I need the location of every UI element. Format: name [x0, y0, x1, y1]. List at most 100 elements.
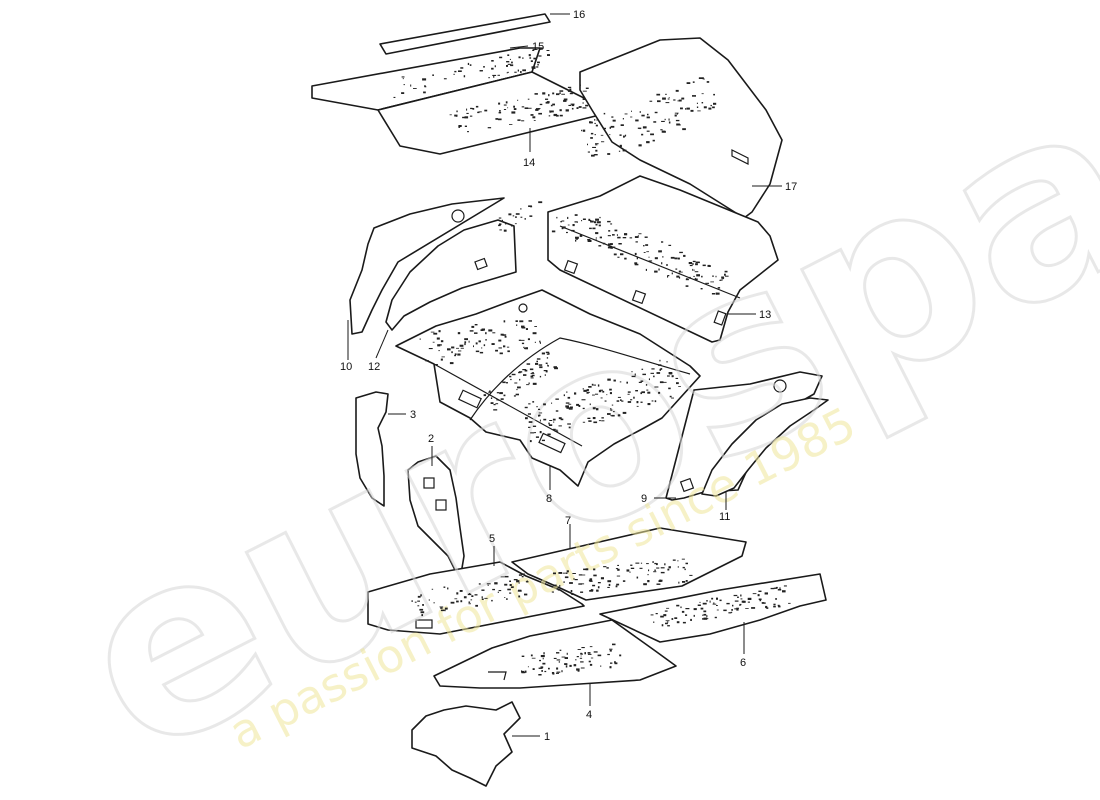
- texture-speck: [598, 224, 601, 227]
- texture-speck: [692, 81, 695, 83]
- texture-speck: [493, 75, 495, 78]
- part-9-hole: [773, 379, 787, 393]
- texture-speck: [590, 589, 593, 591]
- texture-speck: [559, 584, 561, 587]
- texture-speck: [532, 668, 535, 670]
- texture-speck: [498, 590, 502, 592]
- part-17-bracket: [731, 149, 749, 165]
- part-14-15-seam: [377, 71, 533, 111]
- texture-speck: [577, 649, 581, 650]
- texture-speck: [684, 568, 686, 571]
- texture-speck: [567, 90, 572, 92]
- texture-speck: [475, 105, 479, 108]
- texture-speck: [609, 126, 611, 129]
- texture-speck: [622, 149, 627, 152]
- texture-speck: [510, 64, 514, 67]
- texture-speck: [509, 592, 512, 594]
- texture-speck: [518, 339, 522, 341]
- texture-speck: [593, 421, 598, 424]
- texture-speck: [706, 600, 708, 602]
- texture-speck: [481, 589, 485, 591]
- texture-speck: [526, 363, 531, 365]
- texture-speck: [530, 377, 534, 379]
- texture-speck: [577, 669, 580, 672]
- texture-speck: [714, 616, 717, 619]
- texture-speck: [517, 590, 522, 592]
- texture-speck: [532, 401, 535, 403]
- texture-speck: [467, 593, 472, 596]
- texture-speck: [581, 647, 585, 649]
- texture-speck: [520, 208, 522, 210]
- texture-speck: [550, 104, 553, 107]
- texture-speck: [641, 368, 644, 370]
- texture-speck: [734, 600, 739, 602]
- texture-speck: [393, 96, 396, 98]
- texture-speck: [654, 111, 658, 114]
- texture-speck: [546, 50, 550, 51]
- texture-speck: [528, 205, 532, 207]
- texture-speck: [424, 86, 427, 88]
- texture-speck: [656, 567, 660, 569]
- texture-speck: [563, 98, 568, 101]
- texture-speck: [671, 618, 674, 620]
- texture-speck: [610, 223, 613, 225]
- texture-speck: [451, 351, 453, 354]
- texture-speck: [444, 609, 446, 612]
- texture-speck: [453, 73, 455, 75]
- texture-speck: [656, 93, 661, 96]
- texture-speck: [503, 394, 506, 397]
- texture-speck: [673, 99, 676, 101]
- texture-speck: [517, 386, 520, 389]
- texture-speck: [777, 604, 780, 607]
- texture-speck: [584, 652, 586, 655]
- texture-speck: [593, 651, 598, 653]
- texture-speck: [716, 605, 718, 606]
- texture-speck: [488, 391, 492, 393]
- texture-speck: [636, 401, 639, 404]
- texture-speck: [618, 243, 622, 245]
- texture-speck: [594, 134, 596, 136]
- texture-speck: [539, 340, 541, 343]
- texture-speck: [631, 375, 636, 378]
- texture-speck: [616, 400, 620, 402]
- texture-speck: [711, 597, 714, 600]
- texture-speck: [594, 154, 598, 156]
- texture-speck: [532, 332, 537, 335]
- callout-7: 7: [565, 515, 571, 527]
- texture-speck: [600, 665, 602, 667]
- texture-speck: [589, 663, 593, 666]
- texture-speck: [728, 612, 732, 614]
- texture-speck: [591, 383, 594, 386]
- texture-speck: [559, 114, 563, 117]
- texture-speck: [560, 418, 564, 421]
- texture-speck: [590, 132, 594, 135]
- texture-speck: [440, 340, 444, 343]
- texture-speck: [585, 104, 589, 107]
- texture-speck: [530, 205, 533, 208]
- texture-speck: [539, 342, 541, 344]
- part-8-slot-left: [458, 389, 482, 409]
- callout-2: 2: [428, 433, 434, 445]
- texture-speck: [588, 579, 592, 582]
- part-4-notch: [488, 671, 507, 681]
- texture-speck: [455, 116, 458, 117]
- texture-speck: [663, 614, 667, 617]
- texture-speck: [630, 399, 633, 401]
- texture-speck: [713, 602, 715, 605]
- texture-speck: [467, 62, 470, 65]
- texture-speck: [511, 111, 516, 114]
- texture-speck: [570, 406, 573, 409]
- texture-speck: [609, 666, 612, 669]
- texture-speck: [401, 76, 405, 78]
- callout-9: 9: [641, 493, 647, 505]
- texture-speck: [610, 408, 612, 410]
- texture-speck: [574, 392, 577, 395]
- texture-speck: [716, 609, 719, 611]
- part-13-slot-b: [631, 289, 647, 305]
- texture-speck: [546, 354, 550, 355]
- texture-speck: [524, 670, 527, 673]
- texture-speck: [567, 216, 569, 219]
- texture-speck: [440, 607, 443, 609]
- texture-speck: [589, 403, 591, 406]
- texture-speck: [549, 110, 554, 113]
